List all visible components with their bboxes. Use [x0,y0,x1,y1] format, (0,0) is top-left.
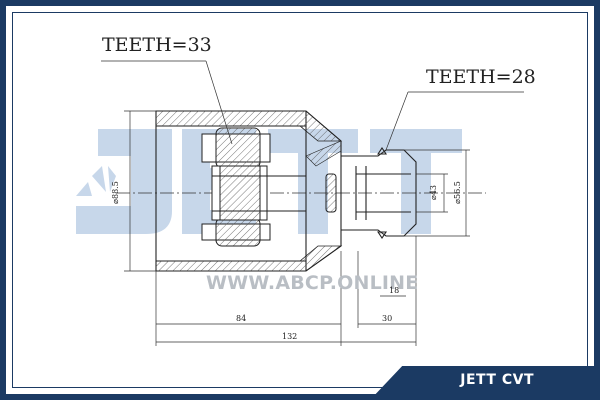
leader-lines [101,60,524,151]
technical-drawing [76,60,524,346]
dimension-dia-56-5: ⌀56.5 [452,181,462,204]
dimension-dia-88-5: ⌀88.5 [110,181,120,204]
diameter-dimensions [124,110,470,272]
housing-section [155,110,343,272]
footer-title: JETT CVT [460,372,534,388]
ball-cage [201,127,306,247]
website-watermark: WWW.ABCP.ONLINE [206,272,419,294]
teeth-label-right: TEETH=28 [426,66,536,88]
teeth-label-left: TEETH=33 [102,34,212,56]
length-dimensions [155,236,417,346]
stub-shaft [341,147,417,239]
dimension-length-132: 132 [282,332,298,341]
circlip [325,173,337,213]
footer-band [370,366,594,394]
dimension-length-small: 18 [389,286,400,295]
dimension-dia-43: ⌀43 [429,185,438,200]
dimension-length-84: 84 [236,314,247,323]
dimension-length-30: 30 [382,314,393,323]
